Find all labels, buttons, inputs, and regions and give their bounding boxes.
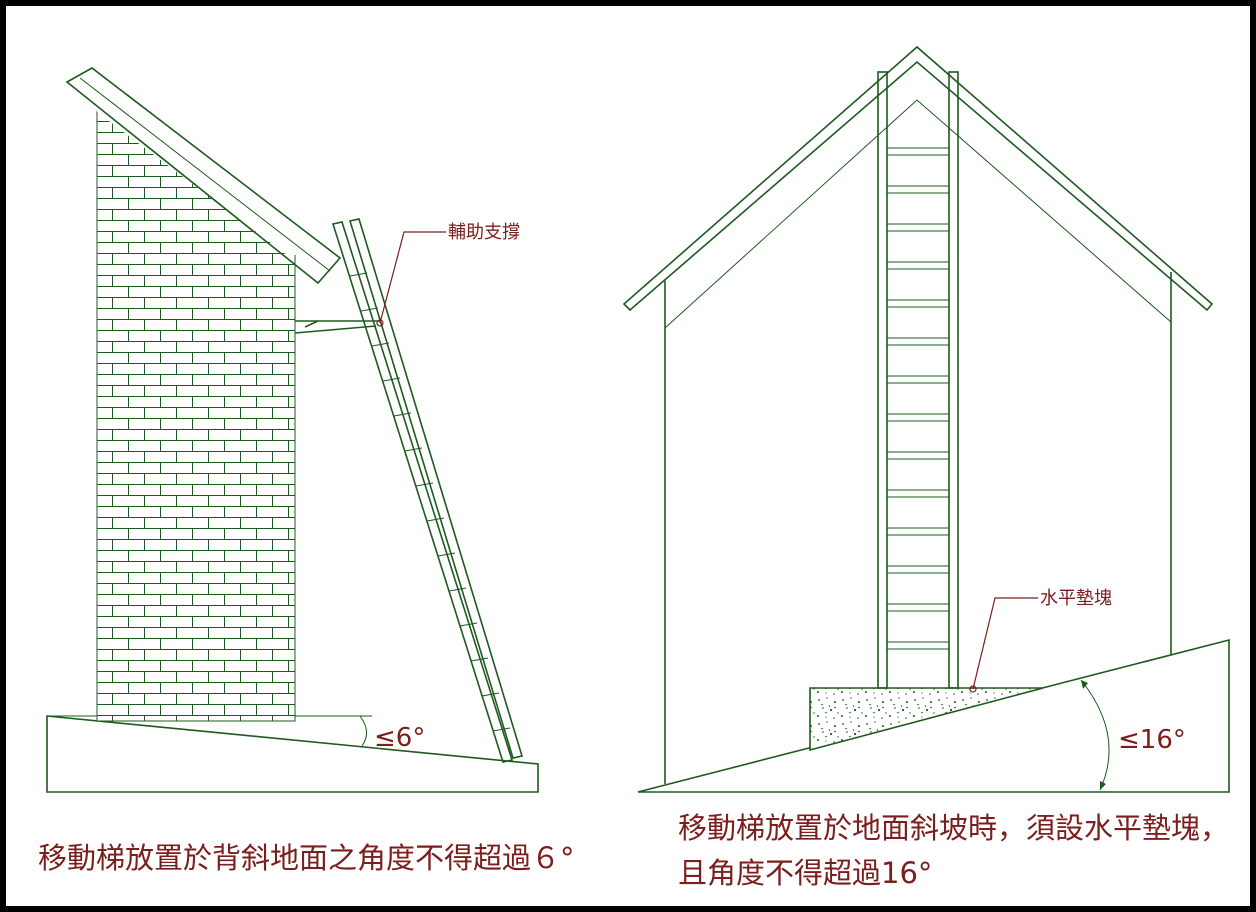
right-roof — [622, 45, 1214, 312]
left-roof — [65, 67, 342, 285]
left-angle-label: ≤6° — [374, 723, 425, 753]
left-ground — [46, 715, 539, 793]
right-gable — [664, 99, 1172, 329]
right-angle-arc — [1080, 679, 1110, 791]
pad-label: 水平墊塊 — [1040, 588, 1112, 609]
auxiliary-support — [294, 320, 380, 334]
left-caption: 移動梯放置於背斜地面之角度不得超過６° — [38, 841, 575, 875]
left-diagram: ≤6° — [38, 67, 575, 875]
vertical-ladder — [877, 71, 959, 689]
support-label: 輔助支撐 — [448, 222, 520, 243]
leveling-pad — [809, 687, 1044, 752]
left-angle-arc — [359, 715, 367, 747]
right-angle-label: ≤16° — [1118, 725, 1186, 755]
right-diagram: 水平墊塊 ≤16° 移動梯放置於地面斜坡時，須設水平墊塊， 且角度不得超過16° — [622, 45, 1230, 890]
pad-leader — [972, 597, 1038, 690]
right-caption-line2: 且角度不得超過16° — [678, 856, 932, 890]
right-caption-line1: 移動梯放置於地面斜坡時，須設水平墊塊， — [678, 811, 1229, 845]
leaning-ladder — [331, 218, 524, 763]
support-leader — [379, 231, 446, 324]
